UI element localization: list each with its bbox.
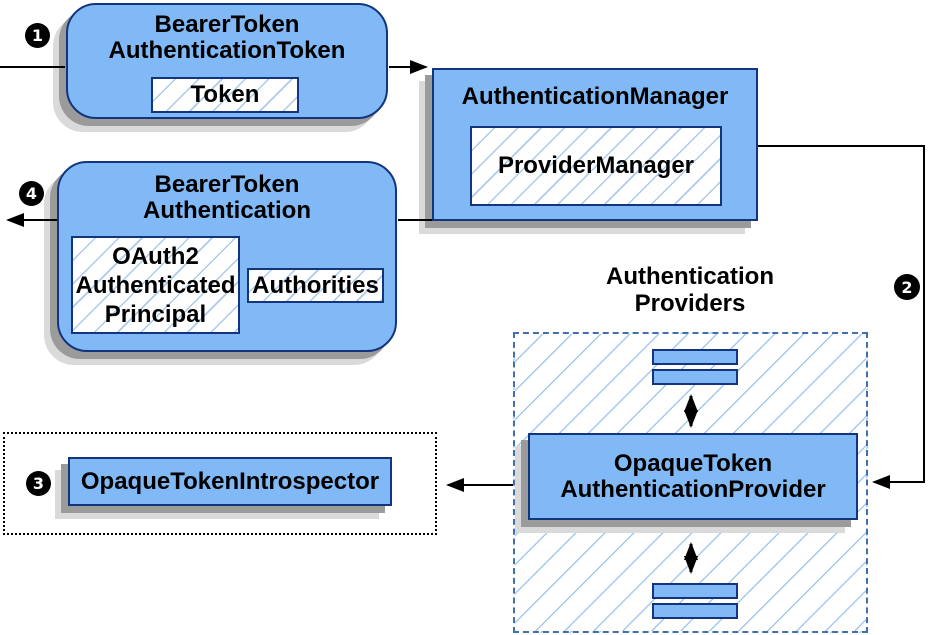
bearer-token-authentication-token-box: BearerToken AuthenticationToken Token [66,3,388,119]
authentication-providers-label: Authentication Providers [606,263,774,317]
token-chip: Token [151,77,299,113]
provider-stub-bar-top-2 [652,369,738,385]
bearer-token-authentication-title: BearerToken Authentication [143,171,311,224]
opaque-token-introspector-box: OpaqueTokenIntrospector [68,457,392,506]
provider-stub-bar-bottom-2 [652,603,738,619]
opaque-token-introspector-title: OpaqueTokenIntrospector [80,467,380,495]
step-2-badge: 2 [894,274,920,300]
oauth2-authenticated-principal-chip: OAuth2 Authenticated Principal [71,236,240,334]
authorities-chip: Authorities [247,268,384,303]
bearer-token-authentication-box: BearerToken Authentication OAuth2 Authen… [57,161,397,352]
step-1-badge: 1 [25,23,50,48]
bearer-token-authentication-token-title: BearerToken AuthenticationToken [108,11,346,64]
opaque-token-authentication-provider-box: OpaqueToken AuthenticationProvider [528,433,858,520]
step-3-badge: 3 [26,471,51,496]
provider-stub-bar-top-1 [652,349,738,365]
step-4-badge: 4 [19,181,44,206]
provider-stub-bar-bottom-1 [652,583,738,599]
provider-manager-chip: ProviderManager [470,126,722,206]
opaque-token-authentication-provider-title: OpaqueToken AuthenticationProvider [560,449,826,503]
authentication-manager-box: AuthenticationManager ProviderManager [432,68,758,221]
authentication-manager-title: AuthenticationManager [461,83,729,110]
